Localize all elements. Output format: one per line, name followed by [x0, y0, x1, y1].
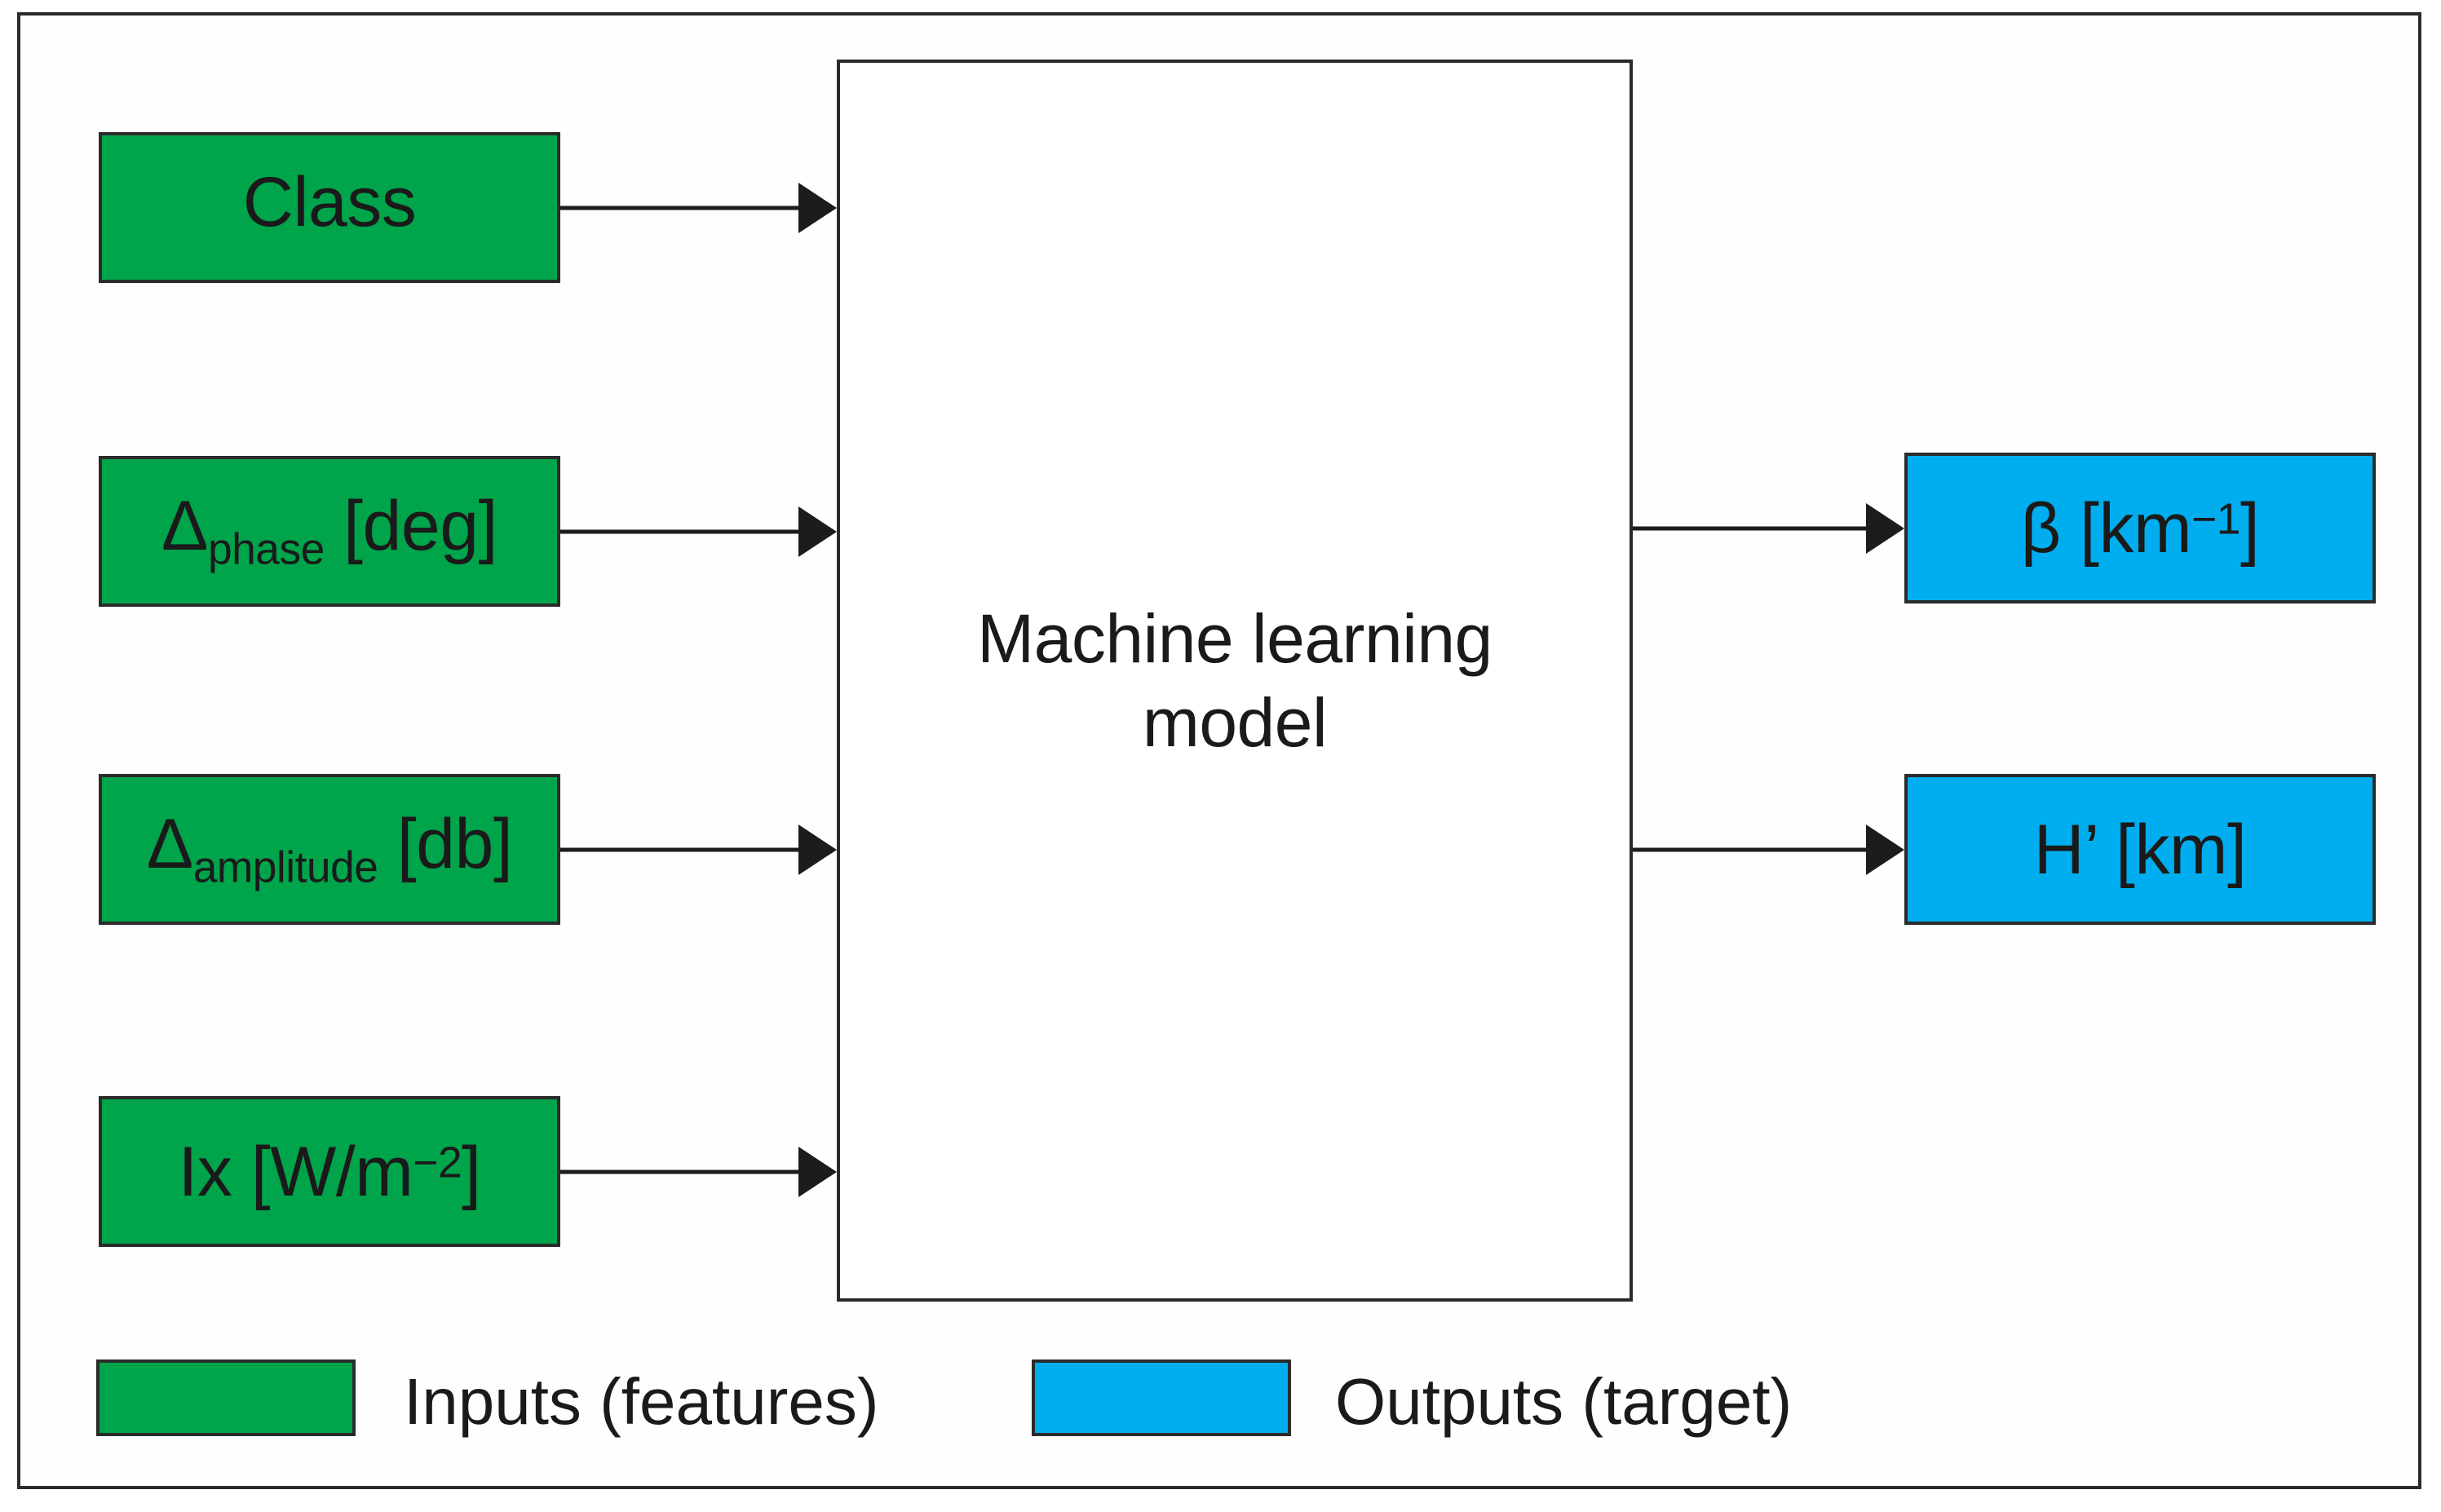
legend-label-outputs: Outputs (target)	[1335, 1365, 1793, 1438]
arrow-head-icon	[1866, 503, 1904, 554]
input-ix-sup: −2	[413, 1138, 462, 1187]
arrow-head-icon	[1866, 825, 1904, 875]
arrow-shaft	[560, 529, 798, 534]
model-box-label: Machine learning model	[977, 597, 1492, 764]
model-box[interactable]: Machine learning model	[837, 60, 1633, 1302]
output-h-prime-unit: ]	[2227, 810, 2247, 889]
legend-swatch-inputs	[96, 1359, 356, 1436]
legend-label-inputs: Inputs (features)	[404, 1365, 879, 1438]
output-beta-unit: ]	[2240, 489, 2260, 568]
model-label-line2: model	[1142, 683, 1328, 761]
arrow-shaft	[1633, 526, 1866, 531]
input-box-class-label: Class	[243, 167, 417, 248]
input-box-delta-amplitude[interactable]: Δamplitude [db]	[99, 774, 560, 925]
model-label-line1: Machine learning	[977, 600, 1492, 678]
input-box-delta-amplitude-label: Δamplitude [db]	[147, 809, 513, 892]
input-delta-phase-unit: [deg]	[324, 487, 497, 566]
legend-swatch-outputs	[1032, 1359, 1291, 1436]
input-delta-phase-base: Δ	[161, 487, 208, 566]
output-box-h-prime[interactable]: H’ [km]	[1904, 774, 2376, 925]
arrow-head-icon	[798, 1147, 837, 1197]
input-ix-unit: ]	[462, 1132, 481, 1211]
input-ix-base: Ix [W/m	[178, 1132, 413, 1211]
input-box-ix[interactable]: Ix [W/m−2]	[99, 1096, 560, 1247]
input-box-delta-phase[interactable]: Δphase [deg]	[99, 456, 560, 607]
arrow-shaft	[560, 1169, 798, 1174]
arrow-shaft	[560, 847, 798, 852]
output-box-beta[interactable]: β [km−1]	[1904, 453, 2376, 603]
input-box-class[interactable]: Class	[99, 132, 560, 283]
arrow-head-icon	[798, 825, 837, 875]
input-class-base: Class	[242, 163, 417, 242]
input-delta-phase-sub: phase	[208, 525, 325, 574]
input-box-ix-label: Ix [W/m−2]	[178, 1137, 481, 1207]
arrow-head-icon	[798, 506, 837, 557]
output-box-h-prime-label: H’ [km]	[2034, 815, 2247, 885]
output-beta-sup: −1	[2191, 495, 2240, 544]
output-beta-base: β [km	[2020, 489, 2192, 568]
input-box-delta-phase-label: Δphase [deg]	[161, 491, 497, 572]
input-delta-amplitude-sub: amplitude	[192, 843, 378, 892]
input-delta-amplitude-base: Δ	[146, 805, 193, 884]
arrow-head-icon	[798, 183, 837, 233]
input-delta-amplitude-unit: [db]	[378, 805, 513, 884]
arrow-shaft	[560, 206, 798, 210]
diagram-frame: Class Δphase [deg] Δamplitude [db] Ix [W…	[17, 12, 2421, 1489]
output-h-prime-base: H’ [km	[2033, 810, 2228, 889]
arrow-shaft	[1633, 847, 1866, 852]
output-box-beta-label: β [km−1]	[2021, 493, 2260, 564]
